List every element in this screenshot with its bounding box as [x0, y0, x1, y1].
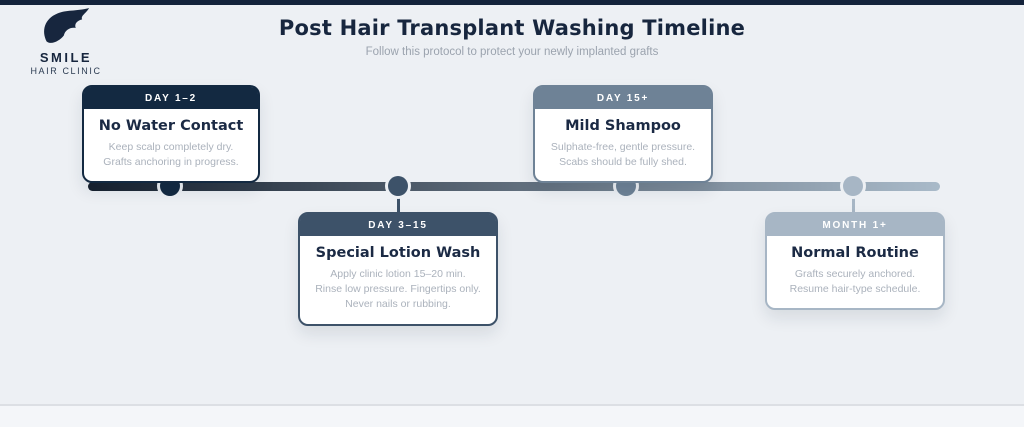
milestone-text-line: Grafts securely anchored. [794, 268, 916, 280]
timeline-node-month-1-plus [843, 176, 863, 196]
milestone-text-line: Resume hair-type schedule. [789, 283, 921, 296]
logo-name: SMILE [39, 50, 93, 65]
page-subtitle: Follow this protocol to protect your new… [365, 46, 659, 58]
milestone-text-line: Never nails or rubbing. [345, 298, 451, 311]
footer-strip [0, 404, 1024, 427]
milestone-card-day-15-plus: DAY 15+ Mild Shampoo Sulphate-free, gent… [533, 85, 713, 184]
milestone-text-line: Keep scalp completely dry. [108, 141, 234, 153]
milestone-title: Normal Routine [791, 245, 919, 261]
milestone-period-badge: DAY 15+ [535, 87, 711, 109]
page-title: Post Hair Transplant Washing Timeline [278, 16, 746, 40]
milestone-body: Special Lotion Wash Apply clinic lotion … [300, 236, 496, 324]
top-accent-bar [0, 0, 1024, 5]
milestone-text-line: Grafts anchoring in progress. [103, 156, 239, 169]
milestone-title: Special Lotion Wash [315, 245, 481, 261]
timeline-node-day-3-15 [388, 176, 408, 196]
logo-subname: HAIR CLINIC [30, 66, 102, 76]
milestone-period-badge: DAY 1–2 [84, 87, 258, 109]
milestone-text-line: Sulphate-free, gentle pressure. [550, 141, 696, 153]
milestone-body: No Water Contact Keep scalp completely d… [84, 109, 258, 181]
milestone-body: Normal Routine Grafts securely anchored.… [767, 236, 943, 308]
milestone-period-badge: MONTH 1+ [767, 214, 943, 236]
header: Post Hair Transplant Washing Timeline Fo… [0, 16, 1024, 58]
clinic-logo: SMILE HAIR CLINIC [22, 7, 110, 76]
milestone-card-day-3-15: DAY 3–15 Special Lotion Wash Apply clini… [298, 212, 498, 326]
connector-month-1-plus [852, 187, 855, 214]
milestone-text-line: Scabs should be fully shed. [559, 156, 687, 169]
milestone-body: Mild Shampoo Sulphate-free, gentle press… [535, 109, 711, 181]
connector-day-3-15 [397, 187, 400, 214]
milestone-text-line: Rinse low pressure. Fingertips only. [315, 283, 481, 296]
timeline-bar [88, 182, 940, 191]
milestone-title: Mild Shampoo [565, 118, 681, 134]
hair-swoosh-icon [44, 8, 90, 43]
milestone-period-badge: DAY 3–15 [300, 214, 496, 236]
milestone-card-month-1-plus: MONTH 1+ Normal Routine Grafts securely … [765, 212, 945, 311]
milestone-text-line: Apply clinic lotion 15–20 min. [330, 268, 466, 280]
milestone-title: No Water Contact [98, 118, 244, 134]
milestone-card-day-1-2: DAY 1–2 No Water Contact Keep scalp comp… [82, 85, 260, 184]
